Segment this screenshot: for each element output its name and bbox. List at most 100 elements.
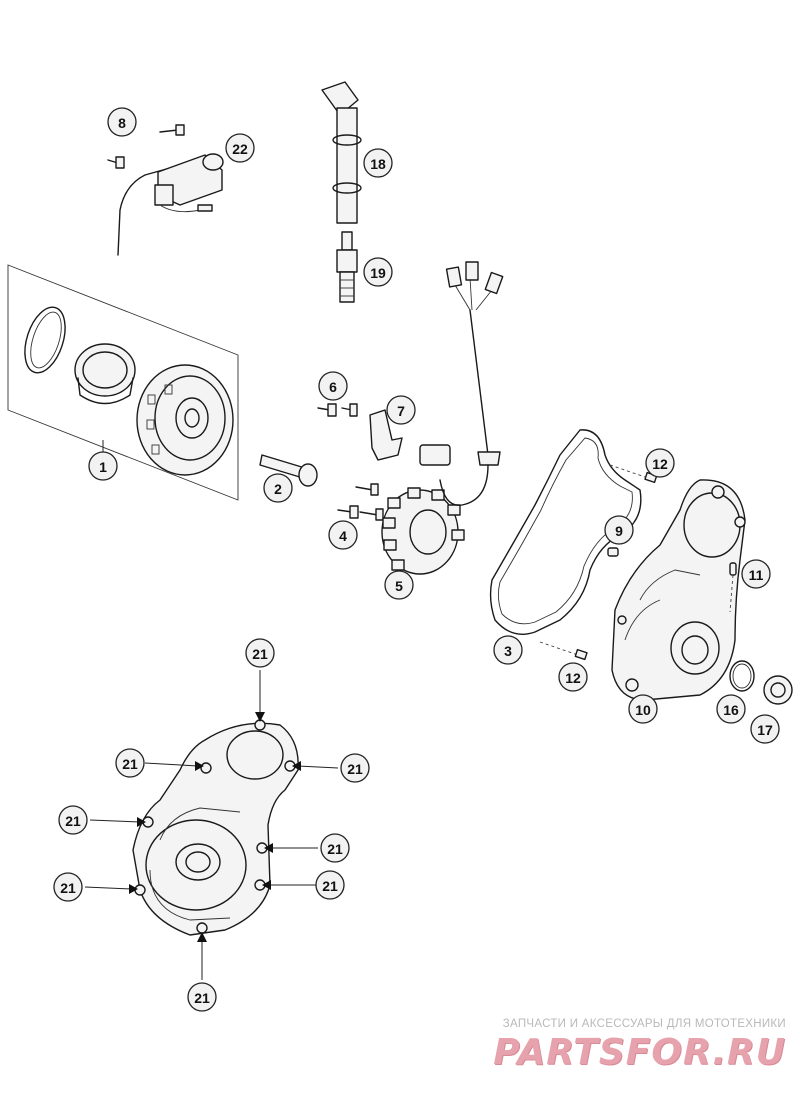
callout-circle bbox=[245, 638, 275, 668]
callout-circle bbox=[384, 570, 414, 600]
callout-circle bbox=[741, 559, 771, 589]
callout-circle bbox=[328, 520, 358, 550]
callout-label: 2 bbox=[274, 481, 282, 497]
part-18-plug-cap bbox=[321, 81, 362, 224]
callout-circle bbox=[115, 748, 145, 778]
callout-circle bbox=[225, 133, 255, 163]
callout-circle bbox=[320, 833, 350, 863]
callout-label: 17 bbox=[757, 722, 773, 738]
callout-label: 16 bbox=[723, 702, 739, 718]
watermark-brand-logo: PARTSFOR.RU bbox=[493, 1032, 786, 1073]
stator-wiring-harness bbox=[419, 261, 504, 506]
callout-circle bbox=[363, 257, 393, 287]
callout-18: 18 bbox=[363, 148, 393, 178]
callout-circle bbox=[386, 395, 416, 425]
part-6-screws bbox=[317, 403, 358, 417]
callout-label: 21 bbox=[322, 878, 338, 894]
callout-label: 12 bbox=[565, 670, 581, 686]
part-16-o-ring bbox=[729, 660, 755, 692]
callout-label: 21 bbox=[347, 761, 363, 777]
callout-circle bbox=[263, 473, 293, 503]
part-10-generator-cover bbox=[611, 479, 746, 701]
callout-11: 11 bbox=[741, 559, 771, 589]
part-8-bolts bbox=[107, 124, 185, 169]
callout-circle bbox=[187, 982, 217, 1012]
callout-label: 10 bbox=[635, 702, 651, 718]
callout-5: 5 bbox=[384, 570, 414, 600]
callout-circle bbox=[558, 662, 588, 692]
callout-circle bbox=[315, 870, 345, 900]
callout-circle bbox=[645, 448, 675, 478]
part-1-rotor-assembly bbox=[7, 264, 239, 501]
callout-label: 21 bbox=[65, 813, 81, 829]
callout-circle bbox=[493, 635, 523, 665]
callout-label: 3 bbox=[504, 643, 512, 659]
callout-17: 17 bbox=[750, 714, 780, 744]
callout-10: 10 bbox=[628, 694, 658, 724]
callout-label: 8 bbox=[118, 115, 126, 131]
callout-circle bbox=[58, 805, 88, 835]
part-19-spark-plug bbox=[336, 231, 358, 303]
leader-lines bbox=[84, 440, 339, 980]
outer-generator-cover bbox=[132, 719, 299, 936]
callout-19: 19 bbox=[363, 257, 393, 287]
callout-21: 21 bbox=[320, 833, 350, 863]
callout-21: 21 bbox=[315, 870, 345, 900]
callout-21: 21 bbox=[58, 805, 88, 835]
part-22-ignition-coil bbox=[117, 153, 224, 256]
callout-6: 6 bbox=[318, 371, 348, 401]
callout-label: 21 bbox=[122, 756, 138, 772]
callout-label: 5 bbox=[395, 578, 403, 594]
part-3-gasket bbox=[489, 429, 642, 635]
callout-circle bbox=[628, 694, 658, 724]
callout-label: 21 bbox=[60, 880, 76, 896]
part-5-stator bbox=[381, 487, 465, 575]
callout-21: 21 bbox=[245, 638, 275, 668]
callout-circle bbox=[604, 515, 634, 545]
callout-7: 7 bbox=[386, 395, 416, 425]
callout-21: 21 bbox=[53, 872, 83, 902]
callout-1: 1 bbox=[88, 451, 118, 481]
callout-circle bbox=[340, 753, 370, 783]
callout-label: 11 bbox=[749, 567, 764, 583]
callout-circle bbox=[318, 371, 348, 401]
callout-circle bbox=[88, 451, 118, 481]
callout-label: 12 bbox=[652, 456, 668, 472]
part-17-seal bbox=[763, 675, 793, 705]
callout-label: 1 bbox=[99, 459, 107, 475]
callout-3: 3 bbox=[493, 635, 523, 665]
callout-label: 22 bbox=[232, 141, 248, 157]
callout-4: 4 bbox=[328, 520, 358, 550]
callout-12: 12 bbox=[558, 662, 588, 692]
callout-label: 7 bbox=[397, 403, 405, 419]
callout-label: 18 bbox=[370, 156, 386, 172]
part-7-bracket bbox=[369, 409, 403, 461]
callout-label: 19 bbox=[370, 265, 386, 281]
part-12-dowels bbox=[539, 464, 658, 661]
callout-21: 21 bbox=[115, 748, 145, 778]
callout-circle bbox=[716, 694, 746, 724]
watermark: ЗАПЧАСТИ И АКСЕССУАРЫ ДЛЯ МОТОТЕХНИКИ PA… bbox=[466, 1018, 786, 1073]
callout-label: 6 bbox=[329, 379, 337, 395]
watermark-tagline: ЗАПЧАСТИ И АКСЕССУАРЫ ДЛЯ МОТОТЕХНИКИ bbox=[502, 1018, 786, 1030]
callout-label: 21 bbox=[252, 646, 268, 662]
callout-label: 21 bbox=[327, 841, 343, 857]
callout-circle bbox=[107, 107, 137, 137]
part-1-frame bbox=[7, 264, 239, 501]
callout-21: 21 bbox=[187, 982, 217, 1012]
callout-label: 9 bbox=[615, 523, 623, 539]
callout-label: 21 bbox=[194, 990, 210, 1006]
callout-label: 4 bbox=[339, 528, 347, 544]
callout-21: 21 bbox=[340, 753, 370, 783]
callout-22: 22 bbox=[225, 133, 255, 163]
callout-2: 2 bbox=[263, 473, 293, 503]
part-9-plug bbox=[607, 547, 619, 557]
callout-circle bbox=[363, 148, 393, 178]
callout-9: 9 bbox=[604, 515, 634, 545]
part-11-pin bbox=[729, 562, 737, 613]
callout-circle bbox=[53, 872, 83, 902]
callout-8: 8 bbox=[107, 107, 137, 137]
